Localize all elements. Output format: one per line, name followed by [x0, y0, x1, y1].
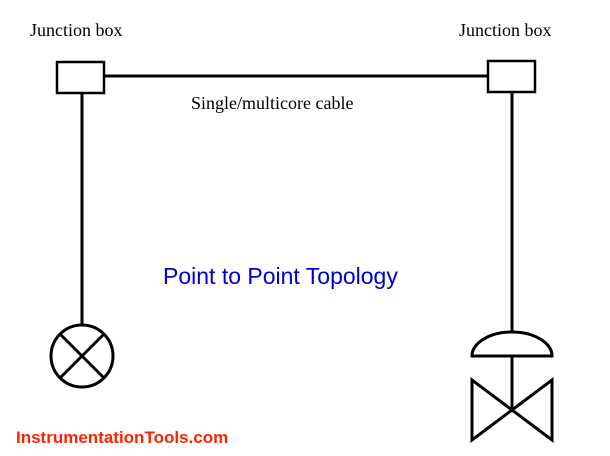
diagram-title: Point to Point Topology — [163, 263, 398, 289]
left-junction-box-label: Junction box — [30, 20, 123, 40]
right-junction-box — [486, 59, 537, 94]
right-junction-box-label: Junction box — [459, 20, 552, 40]
cable-label: Single/multicore cable — [191, 93, 353, 113]
lamp-indicator-icon — [49, 323, 115, 389]
control-valve-icon — [470, 330, 554, 443]
left-junction-box — [55, 60, 106, 95]
watermark-text: InstrumentationTools.com — [16, 428, 228, 447]
